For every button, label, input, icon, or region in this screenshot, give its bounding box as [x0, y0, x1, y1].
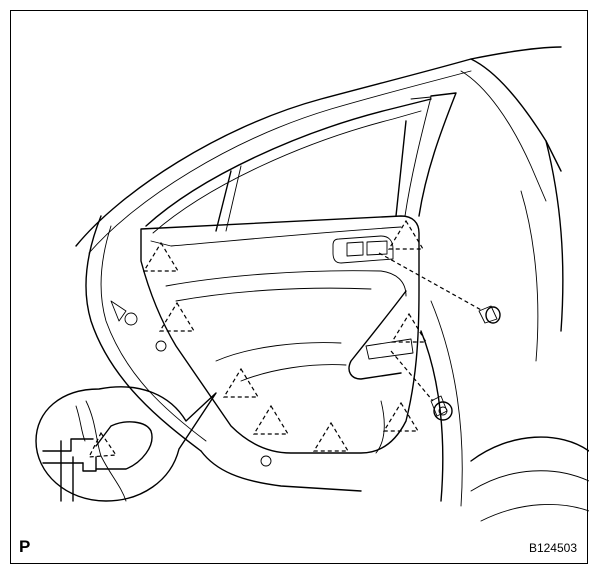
figure-code: B124503 — [528, 541, 577, 555]
window-frame — [145, 98, 432, 234]
clip-marker — [390, 312, 428, 343]
screw-lower-icon — [430, 395, 453, 421]
clip-marker — [312, 421, 350, 452]
door-trim-illustration — [35, 46, 589, 522]
clip-marker — [142, 241, 180, 272]
door-trim-panel — [140, 215, 420, 454]
clip-marker — [252, 404, 290, 435]
clip-marker — [158, 301, 196, 332]
clip-markers — [142, 219, 428, 452]
view-label: P — [19, 537, 31, 556]
diagram-frame: P B124503 — [10, 10, 589, 564]
leader-lines — [378, 252, 484, 402]
clip-detail-callout — [35, 386, 217, 502]
car-body-outline — [75, 46, 589, 522]
clip-marker — [222, 367, 260, 398]
screw-upper-icon — [478, 305, 501, 324]
clip-marker — [382, 401, 420, 432]
clip-marker — [387, 219, 425, 250]
